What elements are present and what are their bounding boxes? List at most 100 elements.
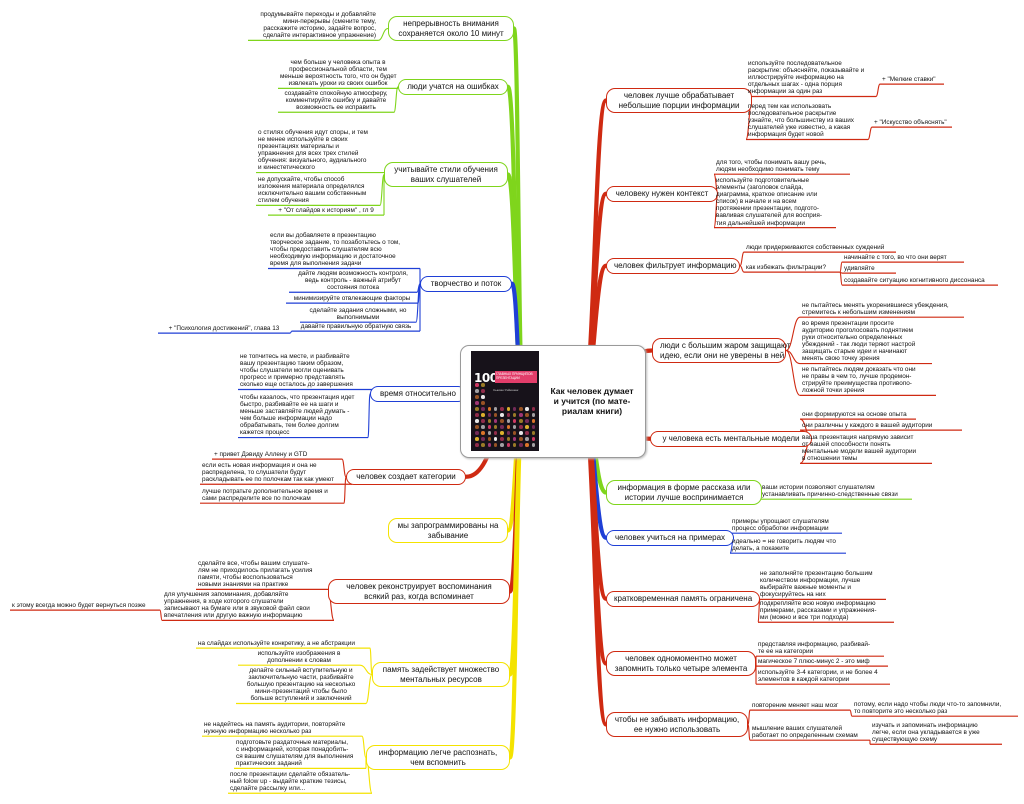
note-creativity-4[interactable]: сделайте задания сложными, но выполнимым… bbox=[309, 307, 407, 322]
note-attention-1[interactable]: продумывайте переходы и добавляйте мини-… bbox=[260, 11, 376, 40]
book-cover-dot bbox=[531, 443, 536, 447]
book-cover-dot bbox=[500, 407, 504, 411]
note-styles-1[interactable]: о стилях обучения идут споры, и тем не м… bbox=[258, 129, 368, 172]
book-cover-dot bbox=[519, 443, 523, 447]
branch-mental-models[interactable]: у человека есть ментальные модели bbox=[650, 431, 812, 447]
note-reconstruct-1[interactable]: сделайте все, чтобы вашим слушате- лям н… bbox=[198, 560, 313, 589]
book-cover-dot bbox=[519, 437, 523, 441]
note-four-1[interactable]: представляя информацию, разбивай- те ее … bbox=[758, 641, 871, 656]
note-defend-2[interactable]: во время презентации просите аудиторию п… bbox=[802, 320, 916, 363]
book-cover-dot bbox=[481, 431, 485, 435]
branch-filter[interactable]: человек фильтрует информацию bbox=[606, 258, 740, 274]
note-models-3[interactable]: ваша презентация напрямую зависит от ваш… bbox=[802, 434, 917, 463]
book-cover-dot bbox=[531, 437, 536, 441]
branch-forgetting[interactable]: мы запрограммированы на забывание bbox=[388, 518, 508, 543]
note-filter-5[interactable]: создавайте ситуацию когнитивного диссона… bbox=[844, 277, 985, 284]
book-cover-dot bbox=[525, 419, 529, 423]
book-cover-dot bbox=[512, 425, 517, 429]
note-recognize-3[interactable]: после презентации сделайте обязатель- ны… bbox=[230, 771, 351, 793]
branch-categories[interactable]: человек создает категории bbox=[346, 469, 466, 485]
note-recognize-1[interactable]: не надейтесь на память аудитории, повтор… bbox=[204, 721, 346, 736]
note-creativity-6[interactable]: + "Психология достижений", глава 13 bbox=[168, 325, 280, 332]
branch-attention[interactable]: непрерывность внимания сохраняется около… bbox=[388, 16, 514, 41]
note-four-3[interactable]: используйте 3-4 категории, и не более 4 … bbox=[758, 669, 878, 684]
branch-examples[interactable]: человек учиться на примерах bbox=[606, 530, 734, 546]
book-cover-dot bbox=[512, 443, 517, 447]
book-cover-dot bbox=[519, 407, 523, 411]
note-short-memory-2[interactable]: подкрепляйте всю новую информацию пример… bbox=[760, 600, 877, 622]
note-creativity-1[interactable]: если вы добавляете в презентацию творчес… bbox=[270, 232, 401, 268]
note-categories-2[interactable]: если есть новая информация и она не расп… bbox=[202, 462, 334, 484]
branch-defend-idea[interactable]: люди с большим жаром защищают идею, если… bbox=[652, 338, 790, 363]
branch-stories[interactable]: информация в форме рассказа или истории … bbox=[606, 480, 762, 505]
note-use-2[interactable]: потому, если надо чтобы люди что-то запо… bbox=[854, 701, 1002, 716]
note-resources-1[interactable]: на слайдах используйте конкретику, а не … bbox=[198, 640, 355, 647]
book-cover-dot bbox=[487, 443, 492, 447]
note-defend-1[interactable]: не пытайтесь менять укоренившиеся убежде… bbox=[802, 302, 949, 317]
book-cover-dot bbox=[481, 407, 485, 411]
central-topic[interactable]: 100 ГЛАВНЫХ ПРИНЦИПОВ ПРЕЗЕНТАЦИИ Сьюзан… bbox=[460, 345, 646, 458]
note-styles-2[interactable]: не допускайте, чтобы способ изложения ма… bbox=[258, 176, 367, 205]
note-time-1[interactable]: не топчитесь на месте, и разбивайте вашу… bbox=[240, 353, 353, 389]
note-reconstruct-3[interactable]: к этому всегда можно будет вернуться поз… bbox=[12, 602, 146, 609]
note-portions-4[interactable]: + "Искусство объяснять" bbox=[874, 119, 947, 126]
branch-reconstruct[interactable]: человек реконструирует воспоминания всяк… bbox=[328, 579, 510, 604]
note-context-1[interactable]: для того, чтобы понимать вашу речь, людя… bbox=[716, 159, 827, 174]
branch-memory-resources[interactable]: память задействует множество ментальных … bbox=[372, 662, 510, 687]
note-filter-4[interactable]: удивляйте bbox=[844, 265, 875, 272]
note-mistakes-2[interactable]: создавайте спокойную атмосферу, комменти… bbox=[284, 90, 388, 112]
branch-learning-styles[interactable]: учитывайте стили обучения ваших слушател… bbox=[384, 162, 508, 187]
note-creativity-2[interactable]: дайте людям возможность контроля, ведь к… bbox=[298, 270, 408, 292]
book-cover-dot bbox=[487, 431, 492, 435]
note-portions-3[interactable]: перед тем как использовать последователь… bbox=[748, 103, 855, 139]
note-stories-1[interactable]: ваши истории позволяют слушателям устана… bbox=[762, 484, 898, 499]
book-cover-dot bbox=[531, 419, 536, 423]
branch-four-elements[interactable]: человек одномоментно может запомнить тол… bbox=[606, 651, 756, 676]
note-creativity-3[interactable]: минимизируйте отвлекающие факторы bbox=[293, 295, 411, 302]
note-categories-3[interactable]: лучше потратьте дополнительное время и с… bbox=[202, 488, 328, 503]
note-resources-2[interactable]: используйте изображения в дополнении к с… bbox=[257, 650, 341, 665]
book-cover-dot bbox=[519, 425, 523, 429]
book-cover-dot bbox=[500, 443, 504, 447]
note-portions-2[interactable]: + "Мелкие ставки" bbox=[882, 76, 936, 83]
note-filter-2[interactable]: как избежать фильтрации? bbox=[746, 264, 827, 271]
note-creativity-5[interactable]: давайте правильную обратную связь bbox=[300, 323, 412, 330]
note-models-2[interactable]: они различны у каждого в вашей аудитории bbox=[802, 422, 933, 429]
note-categories-1[interactable]: + привет Дэвиду Аллену и GTD bbox=[214, 451, 308, 458]
note-filter-3[interactable]: начинайте с того, во что они верят bbox=[844, 254, 947, 261]
note-filter-1[interactable]: люди придерживаются собственных суждений bbox=[746, 244, 885, 251]
branch-creativity[interactable]: творчество и поток bbox=[420, 276, 512, 292]
book-cover-dot bbox=[500, 431, 504, 435]
note-resources-3[interactable]: делайте сильный вступительную и заключит… bbox=[246, 667, 356, 703]
branch-context[interactable]: человеку нужен контекст bbox=[606, 186, 718, 202]
note-four-2[interactable]: магическое 7 плюс-минус 2 - это миф bbox=[758, 658, 870, 665]
book-cover-dot bbox=[512, 407, 517, 411]
book-cover-dot bbox=[475, 425, 479, 429]
branch-time[interactable]: время относительно bbox=[370, 386, 466, 402]
book-cover-dot bbox=[475, 443, 479, 447]
note-use-4[interactable]: изучать и запоминать информацию легче, е… bbox=[872, 722, 980, 744]
note-use-3[interactable]: мышление ваших слушателей работает по оп… bbox=[752, 725, 858, 740]
branch-recognize[interactable]: информацию легче распознать, чем вспомни… bbox=[366, 745, 510, 770]
note-examples-1[interactable]: примеры упрощают слушателям процесс обра… bbox=[732, 518, 829, 533]
book-cover-dot bbox=[525, 437, 529, 441]
branch-use-info[interactable]: чтобы не забывать информацию, ее нужно и… bbox=[606, 712, 748, 737]
branch-mistakes[interactable]: люди учатся на ошибках bbox=[398, 79, 508, 95]
branch-small-portions[interactable]: человек лучше обрабатывает небольшие пор… bbox=[606, 88, 752, 113]
note-short-memory-1[interactable]: не заполняйте презентацию большим количе… bbox=[760, 570, 873, 599]
note-mistakes-1[interactable]: чем больше у человека опыта в профессион… bbox=[280, 59, 397, 88]
note-defend-3[interactable]: не пытайтесь людям доказать что они не п… bbox=[802, 366, 916, 395]
note-use-1[interactable]: повторение меняет наш мозг bbox=[752, 702, 839, 709]
note-styles-3[interactable]: + "От слайдов к историям" , гл 9 bbox=[278, 207, 374, 214]
book-cover-dot bbox=[475, 413, 479, 417]
note-reconstruct-2[interactable]: для улучшения запоминания, добавляйте уп… bbox=[164, 591, 310, 620]
branch-short-memory[interactable]: кратковременная память ограничена bbox=[606, 591, 760, 607]
note-time-2[interactable]: чтобы казалось, что презентация идет быс… bbox=[240, 394, 355, 437]
note-context-2[interactable]: используйте подготовительные элементы (з… bbox=[716, 177, 822, 227]
book-cover-dot bbox=[531, 431, 536, 435]
note-portions-1[interactable]: используйте последовательное раскрытие: … bbox=[748, 60, 865, 96]
book-cover-number: 100 bbox=[474, 371, 498, 385]
note-examples-2[interactable]: идеально = не говорить людям что делать,… bbox=[732, 538, 836, 553]
note-models-1[interactable]: они формируются на основе опыта bbox=[802, 411, 907, 418]
note-recognize-2[interactable]: подготовьте раздаточные материалы, с инф… bbox=[236, 739, 354, 768]
